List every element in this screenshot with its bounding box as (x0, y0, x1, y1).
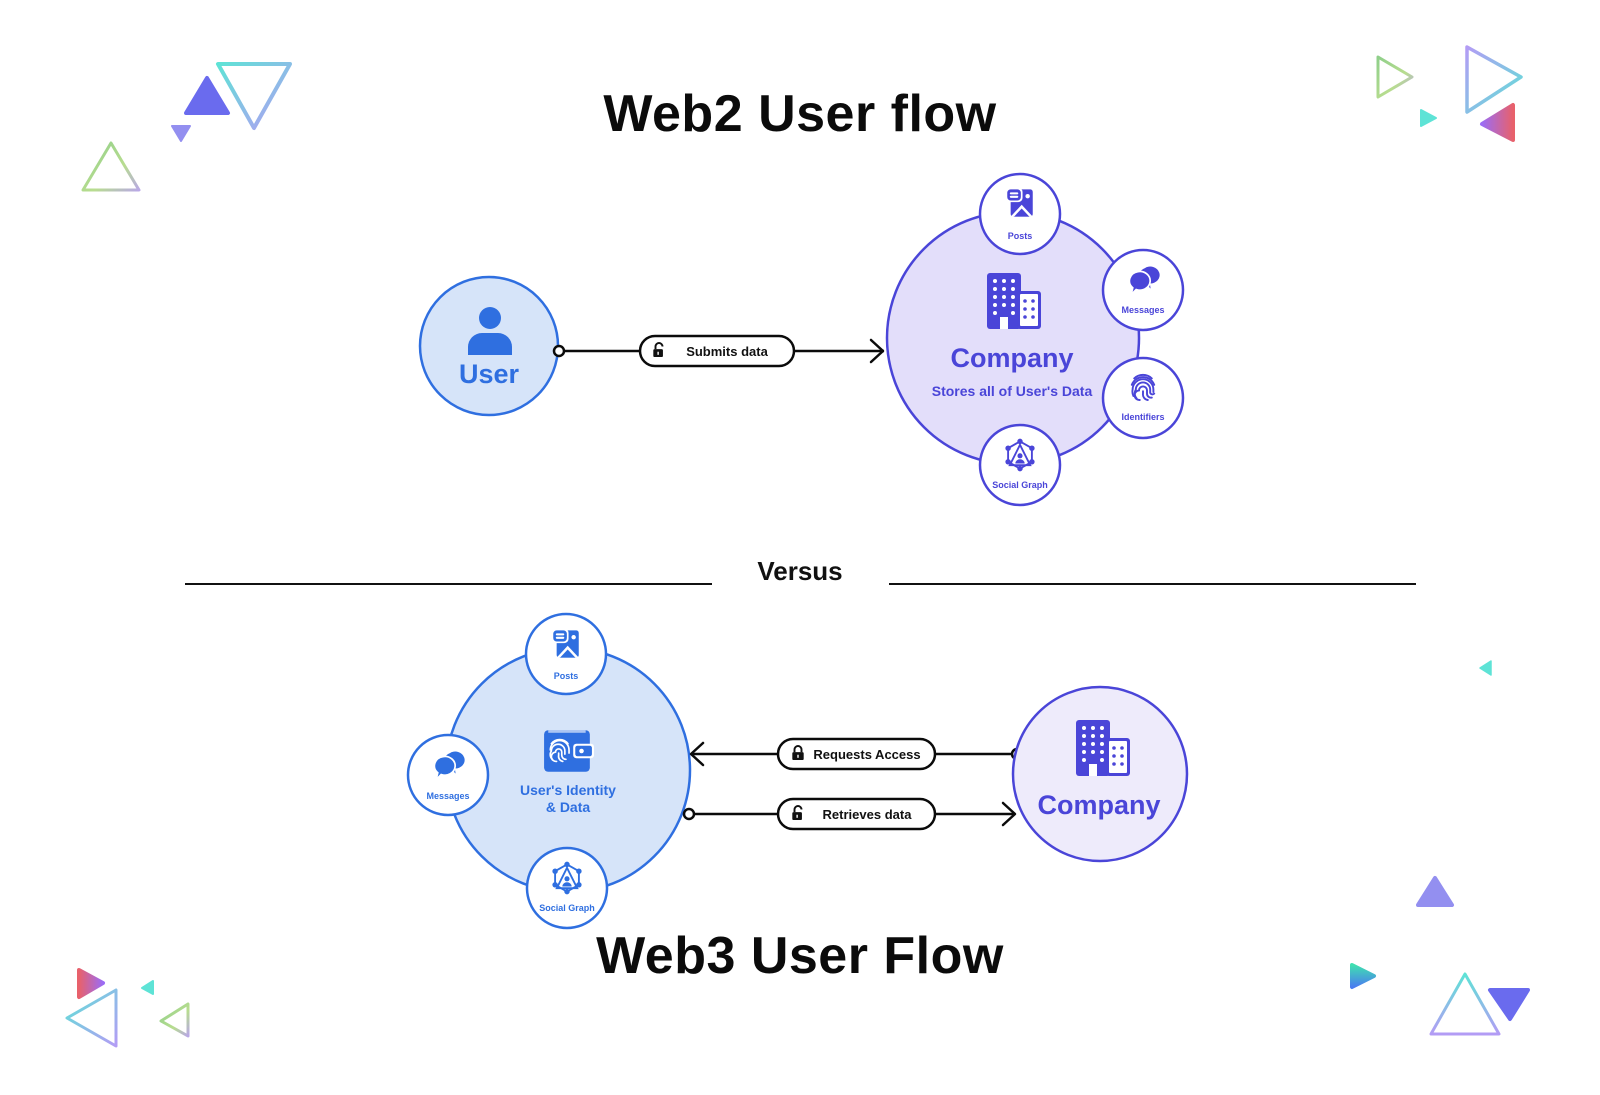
web3-title: Web3 User Flow (596, 927, 1004, 985)
decor-triangle-solid (1416, 876, 1454, 907)
retrieves-data-pill (776, 797, 937, 831)
fingerprint-wallet-icon (543, 729, 594, 773)
satellite-label: Messages (426, 791, 469, 801)
requests-access-pill (776, 737, 937, 771)
decor-triangle-outline (159, 1002, 190, 1038)
decorative-shapes (65, 45, 1530, 1048)
submits-data-pill (638, 334, 796, 368)
satellite-label: Social Graph (539, 903, 595, 913)
decor-triangle-gradient (1350, 963, 1376, 989)
requests-access-label: Requests Access (813, 747, 920, 762)
decor-triangle-outline (216, 62, 292, 130)
decor-triangle-solid (184, 76, 230, 115)
decor-triangle-outline (1429, 972, 1501, 1036)
decor-triangle-outline (1376, 55, 1414, 99)
web2-flow: User Submits data Company Stores all of … (418, 172, 1185, 507)
submits-data-label: Submits data (686, 344, 768, 359)
arrow-left-icon (689, 741, 705, 767)
satellite-social-graph: Social Graph (978, 423, 1062, 507)
satellite-label: Posts (554, 671, 579, 681)
decor-triangle-small (141, 980, 154, 995)
satellite-messages: Messages (1101, 248, 1185, 332)
decor-triangle-gradient (77, 968, 105, 999)
satellite-label: Posts (1008, 231, 1033, 241)
company-label: Company (950, 343, 1073, 373)
satellite-label: Social Graph (992, 480, 1048, 490)
satellite-messages: Messages (406, 733, 490, 817)
versus-label: Versus (757, 556, 843, 586)
satellite-posts: Posts (978, 172, 1062, 256)
identity-label-line1: User's Identity (520, 782, 616, 798)
satellite-label: Identifiers (1121, 412, 1164, 422)
decor-triangle-gradient (1480, 103, 1515, 142)
decor-triangle-outline (1465, 45, 1523, 114)
company-node: Company Stores all of User's Data (885, 210, 1141, 466)
retrieves-data-connector: Retrieves data (682, 797, 1017, 831)
company-sublabel: Stores all of User's Data (932, 383, 1093, 399)
decor-triangle-outline (81, 141, 141, 192)
decor-triangle-solid (1488, 988, 1530, 1021)
satellite-identifiers: Identifiers (1101, 356, 1185, 440)
satellite-social-graph: Social Graph (525, 846, 609, 930)
web3-flow: User's Identity & Data Posts Messages So… (406, 612, 1189, 930)
company-label: Company (1037, 790, 1160, 820)
submits-data-connector: Submits data (552, 334, 885, 368)
divider-right (889, 583, 1416, 585)
decor-triangle-small (171, 125, 191, 142)
satellite-label: Messages (1121, 305, 1164, 315)
satellite-posts: Posts (524, 612, 608, 696)
arrow-right-icon (869, 338, 885, 364)
arrow-right-icon (1001, 801, 1017, 827)
requests-access-connector: Requests Access (689, 737, 1024, 771)
decor-triangle-outline (65, 988, 118, 1048)
user-label: User (459, 359, 520, 389)
identity-label-line2: & Data (546, 799, 591, 815)
company-node: Company (1011, 685, 1189, 863)
retrieves-data-label: Retrieves data (823, 807, 913, 822)
user-node: User (418, 275, 560, 417)
web2-title: Web2 User flow (603, 85, 997, 143)
decor-triangle-solid (1420, 109, 1437, 127)
decor-triangle-small (1479, 660, 1492, 676)
divider-left (185, 583, 712, 585)
